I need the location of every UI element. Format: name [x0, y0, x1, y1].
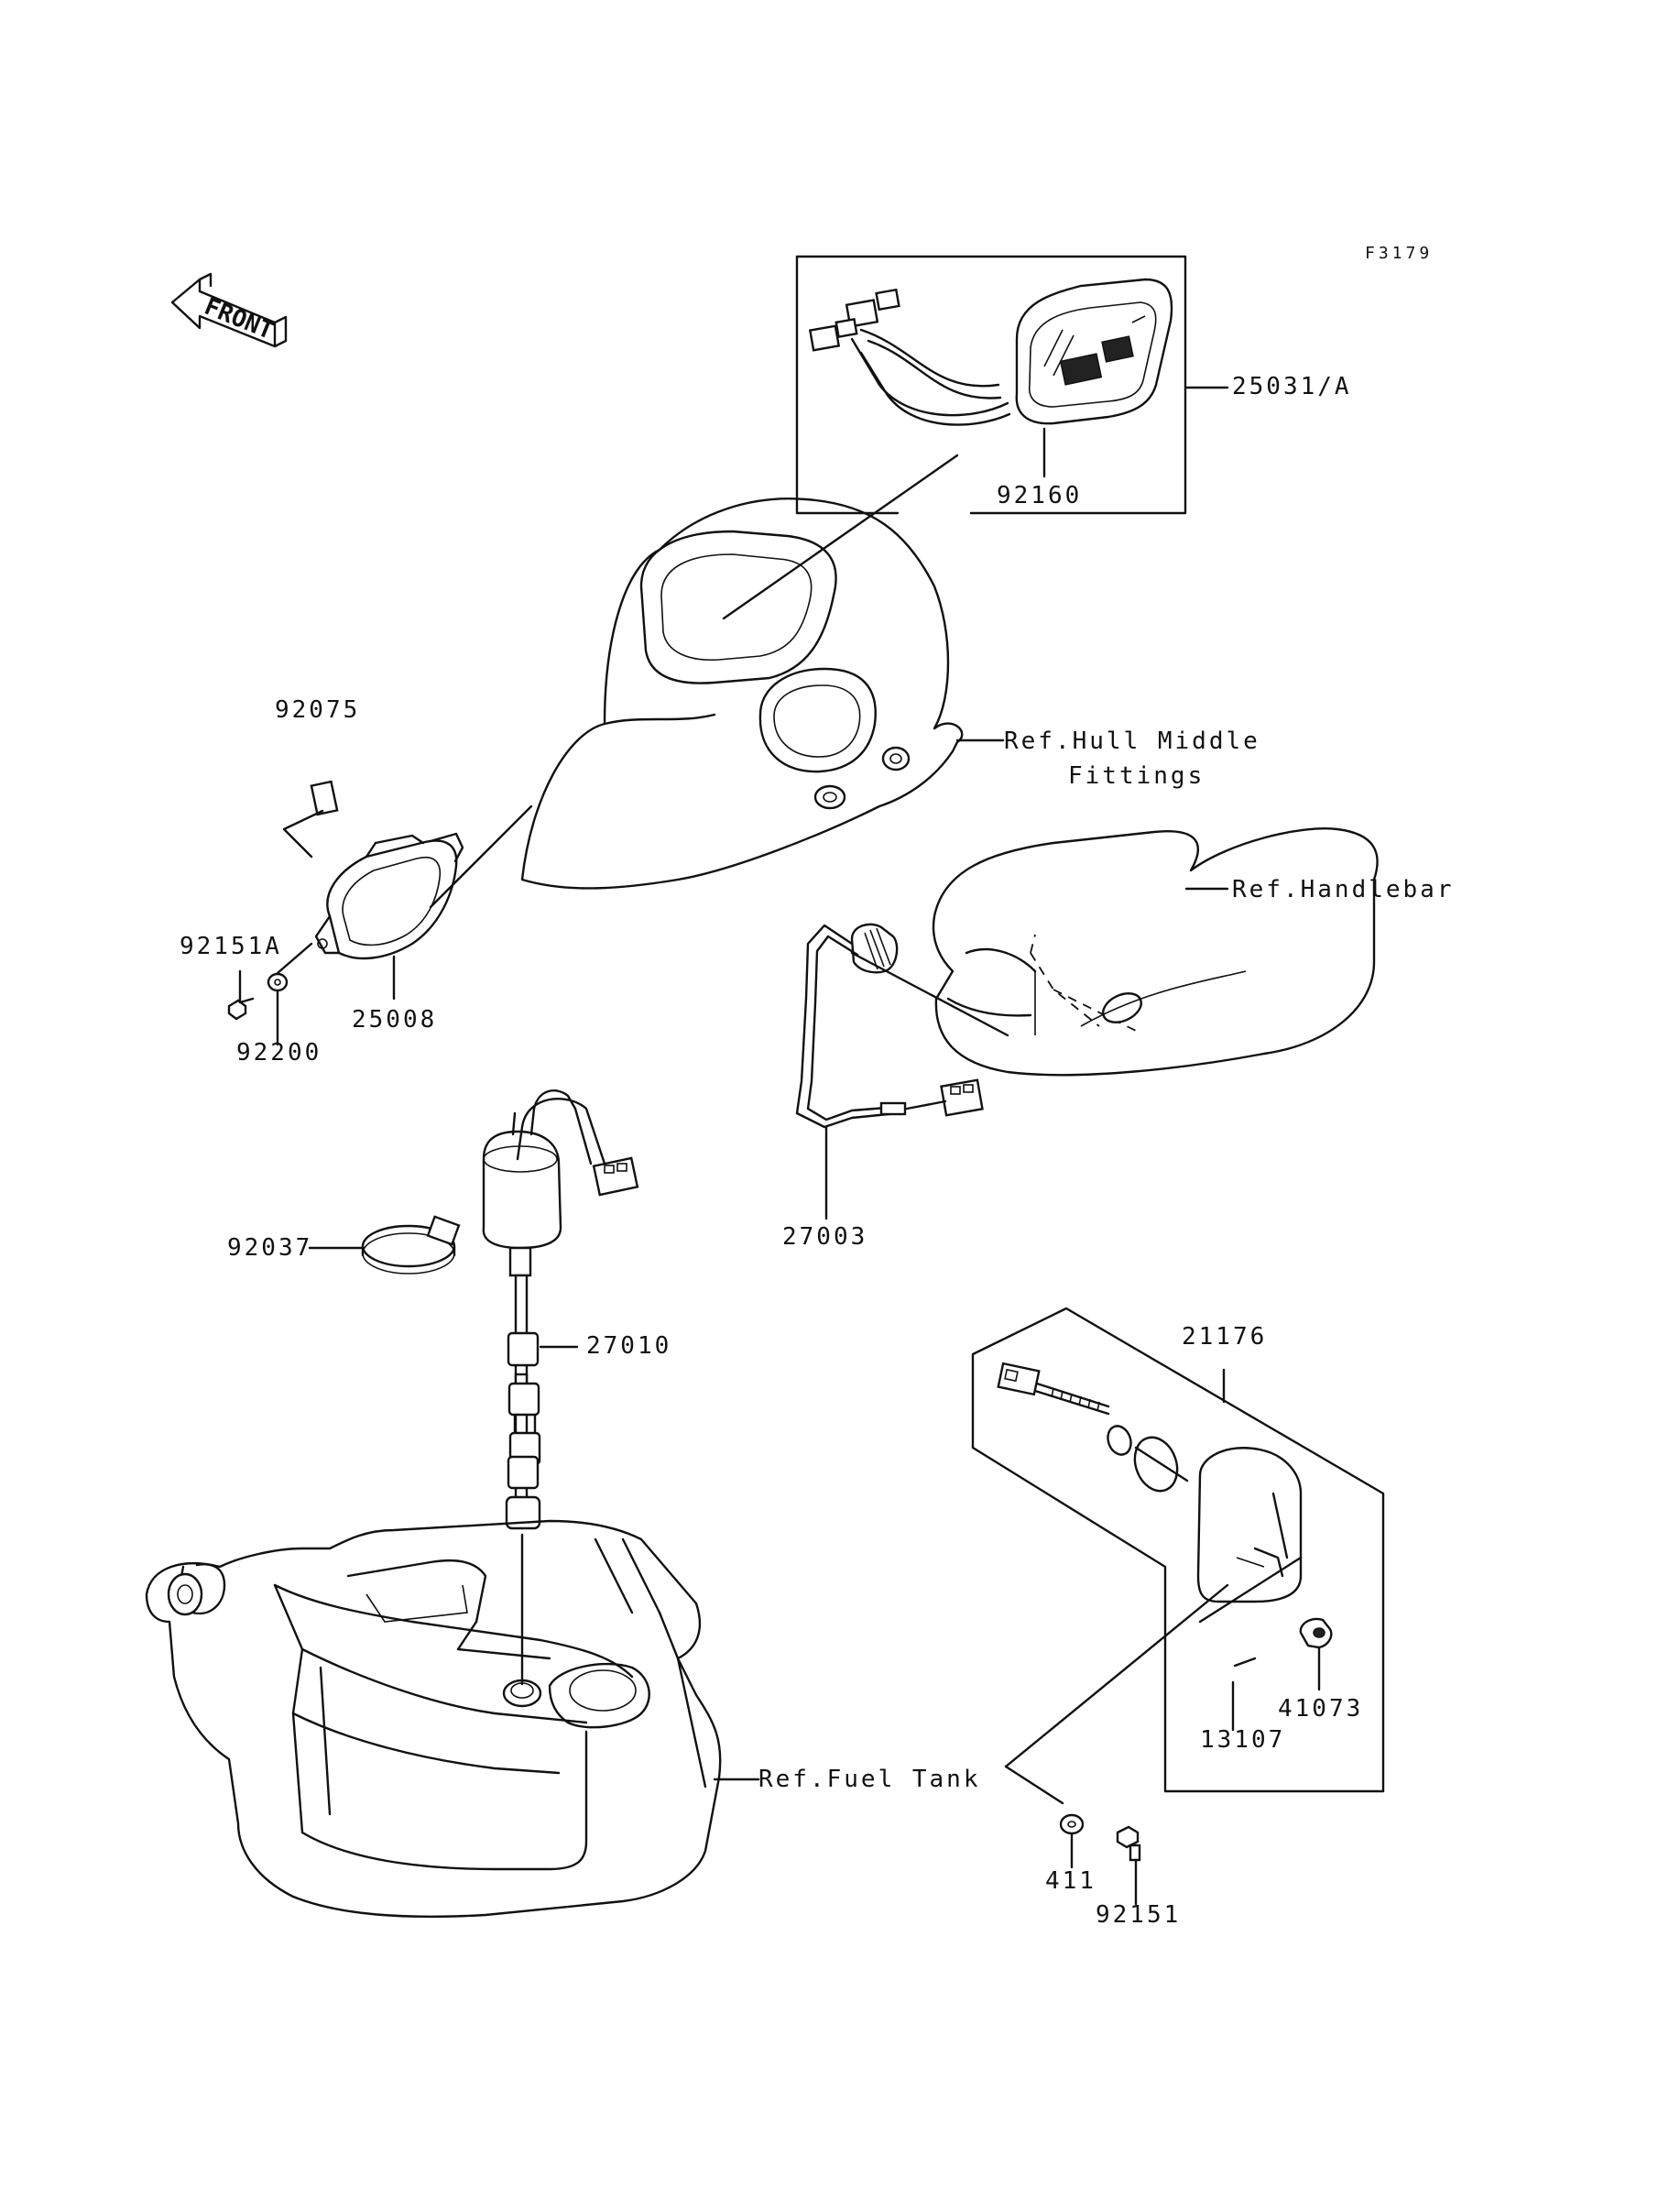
switch-box-21176: [971, 1307, 1385, 1906]
hull-cover: [520, 498, 1005, 890]
part-label-92037: 92037: [227, 1234, 313, 1262]
bracket-assembly: [227, 780, 533, 1046]
part-label-92075: 92075: [275, 696, 361, 724]
part-label-21176: 21176: [1182, 1323, 1268, 1351]
part-label-411: 411: [1045, 1867, 1096, 1895]
part-label-27010: 27010: [586, 1332, 672, 1360]
part-label-92151A: 92151A: [180, 933, 282, 960]
ref-hull-line1: Ref.Hull Middle: [1004, 728, 1260, 755]
part-label-27003: 27003: [782, 1223, 868, 1251]
ref-handlebar: Ref.Handlebar: [1232, 876, 1455, 903]
part-label-13107: 13107: [1200, 1726, 1286, 1754]
fuel-sender: [308, 1089, 639, 1530]
ref-fuel-tank: Ref.Fuel Tank: [758, 1766, 981, 1793]
part-label-92160: 92160: [997, 482, 1083, 509]
ref-hull-line2: Fittings: [1068, 762, 1205, 790]
part-label-92200: 92200: [236, 1039, 322, 1067]
part-label-41073: 41073: [1278, 1695, 1364, 1723]
sensor-27003: [795, 923, 1009, 1220]
front-arrow-text: FRONT: [201, 293, 278, 345]
handlebar-cover: [932, 827, 1379, 1077]
speedometer-box: [722, 255, 1229, 620]
fuel-tank: [145, 1519, 760, 1918]
part-label-25031A: 25031/A: [1232, 373, 1352, 400]
front-arrow-icon: FRONT: [170, 272, 288, 348]
part-label-25008: 25008: [352, 1006, 438, 1034]
part-label-92151: 92151: [1096, 1901, 1182, 1929]
figure-code: F3179: [1365, 244, 1434, 263]
